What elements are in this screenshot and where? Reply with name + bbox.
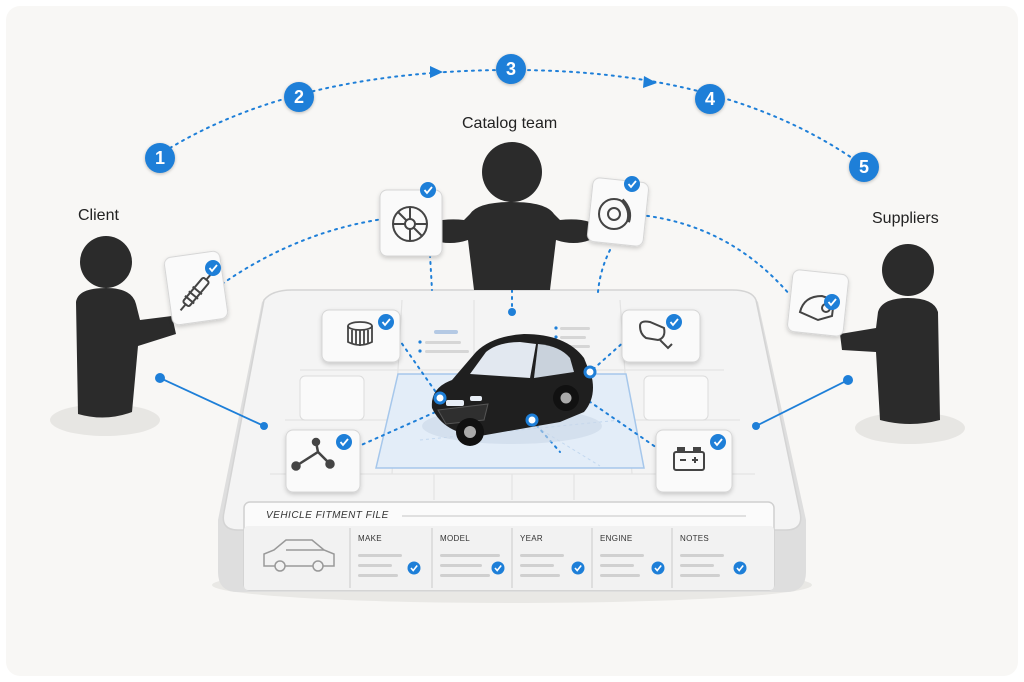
mirror-card (621, 309, 701, 363)
step-badge-2: 2 (284, 82, 314, 112)
flow-arrow-icon (430, 66, 443, 78)
check-icon (420, 182, 436, 198)
headlight-card (787, 269, 849, 337)
check-icon (378, 314, 394, 330)
check-icon (407, 561, 421, 575)
check-icon (733, 561, 747, 575)
column-header-year: YEAR (520, 534, 543, 543)
check-icon (491, 561, 505, 575)
catalog-team-label: Catalog team (462, 115, 558, 132)
mirror-icon (638, 320, 673, 350)
shock-absorber-card (163, 250, 229, 326)
check-badges (205, 176, 840, 450)
suppliers-figure (840, 244, 940, 424)
brake-disc-card (587, 177, 649, 247)
catalog-team-figure (432, 142, 590, 290)
column-header-engine: ENGINE (600, 534, 633, 543)
flow-arrow-icon (643, 76, 657, 88)
check-icon (571, 561, 585, 575)
check-icon (336, 434, 352, 450)
step-badge-3: 3 (496, 54, 526, 84)
check-icon (710, 434, 726, 450)
suspension-arm-icon (291, 437, 335, 471)
check-icon (624, 176, 640, 192)
check-icon (651, 561, 665, 575)
column-header-make: MAKE (358, 534, 382, 543)
step-badge-4: 4 (695, 84, 725, 114)
suppliers-label: Suppliers (872, 210, 939, 227)
step-badge-1: 1 (145, 143, 175, 173)
check-icon (205, 260, 221, 276)
vehicle-fitment-file (243, 501, 775, 591)
check-icon (824, 294, 840, 310)
column-header-model: MODEL (440, 534, 470, 543)
wheel-card (379, 189, 443, 257)
step-badge-5: 5 (849, 152, 879, 182)
battery-icon (673, 447, 705, 471)
car-icon (263, 539, 335, 572)
check-icon (666, 314, 682, 330)
car-model (422, 334, 602, 446)
column-header-notes: NOTES (680, 534, 710, 543)
client-label: Client (78, 207, 119, 224)
client-figure (76, 236, 176, 418)
process-flow-arc (169, 66, 856, 161)
brake-disc-icon (598, 198, 632, 230)
connection-lines (221, 214, 791, 453)
wheel-icon (392, 206, 428, 242)
fitment-file-title: VEHICLE FITMENT FILE (266, 510, 389, 521)
air-filter-icon (347, 321, 373, 346)
